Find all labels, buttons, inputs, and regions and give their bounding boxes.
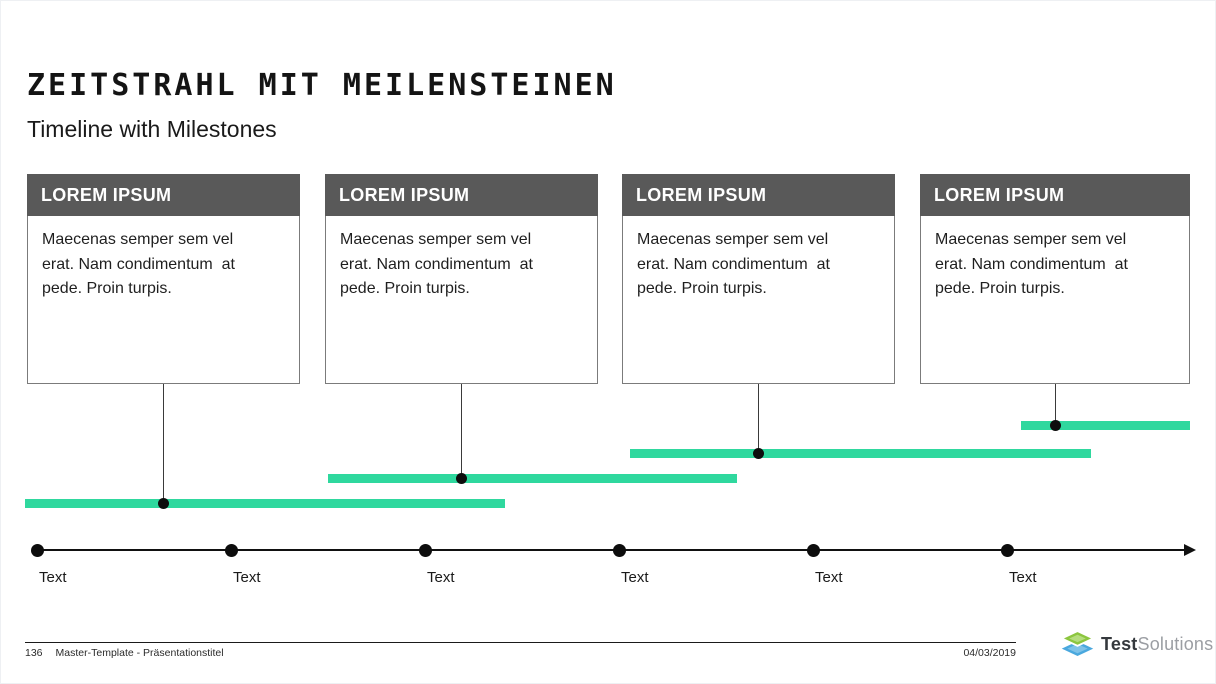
timeline-label-6: Text [1009,569,1037,586]
timeline-dot-5 [806,543,820,557]
milestone-dot-1 [157,498,169,509]
milestone-dot-2 [455,473,467,484]
testsolutions-logo: TestSolutions [1059,628,1213,660]
milestone-card-4-header: LOREM IPSUM [920,174,1190,216]
timeline-label-2: Text [233,569,261,586]
timeline-axis [37,549,1187,551]
milestone-dot-3 [752,448,764,459]
milestone-card-1-header: LOREM IPSUM [27,174,300,216]
milestone-card-3-body: Maecenas semper sem vel erat. Nam condim… [637,231,830,297]
footer: 136 Master-Template - Präsentationstitel… [25,642,1016,659]
milestone-connector-4 [1054,384,1056,422]
milestone-dot-4 [1049,420,1061,431]
milestone-card-1: LOREM IPSUM Maecenas semper sem vel erat… [27,174,300,384]
timeline-label-4: Text [621,569,649,586]
timeline-label-3: Text [427,569,455,586]
milestone-connector-1 [162,384,164,499]
gantt-bar-1 [25,499,505,508]
milestone-card-1-body: Maecenas semper sem vel erat. Nam condim… [42,231,235,297]
arrow-head-icon [1184,544,1196,556]
testsolutions-logo-icon [1059,630,1096,657]
milestone-connector-2 [460,384,462,475]
milestone-card-4: LOREM IPSUM Maecenas semper sem vel erat… [920,174,1190,384]
timeline-dot-3 [418,543,432,557]
timeline-dot-1 [30,543,44,557]
milestone-card-3-header: LOREM IPSUM [622,174,895,216]
timeline-label-5: Text [815,569,843,586]
footer-document-title: Master-Template - Präsentationstitel [55,647,224,659]
slide-title: ZEITSTRAHL MIT MEILENSTEINEN [27,68,617,103]
footer-date: 04/03/2019 [963,647,1016,659]
testsolutions-logo-text: TestSolutions [1101,634,1213,655]
gantt-bar-3 [630,449,1091,458]
milestone-connector-3 [757,384,759,450]
timeline-dot-4 [612,543,626,557]
milestone-card-2-header: LOREM IPSUM [325,174,598,216]
timeline-label-1: Text [39,569,67,586]
slide-page-number: 136 [25,647,43,659]
milestone-card-4-body: Maecenas semper sem vel erat. Nam condim… [935,231,1128,297]
timeline-dot-2 [224,543,238,557]
logo-text-light: Solutions [1137,633,1214,654]
milestone-card-3: LOREM IPSUM Maecenas semper sem vel erat… [622,174,895,384]
slide-subtitle: Timeline with Milestones [27,116,277,142]
gantt-bar-2 [328,474,737,483]
gantt-bar-4 [1021,421,1190,430]
footer-left: 136 Master-Template - Präsentationstitel [25,647,224,659]
milestone-card-2-body: Maecenas semper sem vel erat. Nam condim… [340,231,533,297]
timeline-dot-6 [1000,543,1014,557]
milestone-card-2: LOREM IPSUM Maecenas semper sem vel erat… [325,174,598,384]
logo-text-bold: Test [1101,633,1138,654]
